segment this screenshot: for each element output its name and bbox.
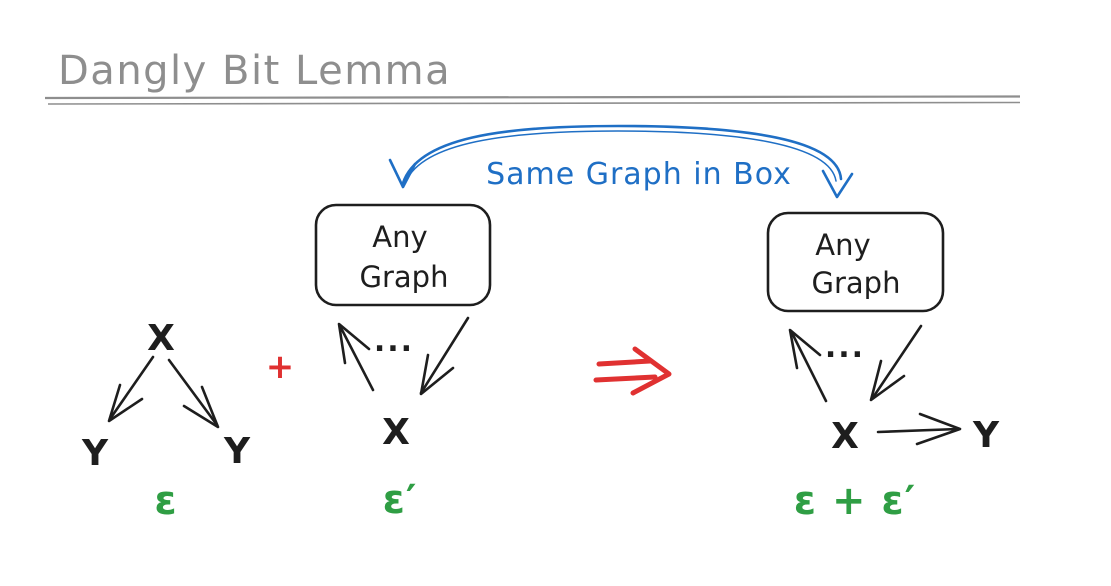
node-y-right: Y [223,431,251,472]
curved-arrow-stroke-2 [405,130,837,182]
arrowhead-icon [107,383,144,423]
implies-bar-bottom [593,374,658,383]
arrowhead-left-icon [388,158,417,189]
edge-box-to-x [870,324,923,401]
arrowhead-right-icon [821,169,854,199]
edge-box-to-x [419,316,470,395]
arrowhead-icon [788,328,822,370]
implies-chevron [630,346,672,396]
arrowhead-icon [915,412,962,446]
any-graph-box-label-line2: Graph [360,260,449,294]
node-x: X [831,416,859,457]
any-graph-box [766,211,945,313]
title-divider [44,95,1021,105]
any-graph-box [314,203,492,307]
epsilon-prime-label: ε′ [383,477,418,523]
ellipsis-edges: ... [374,324,414,359]
epsilon-label: ε [154,478,177,524]
same-graph-label: Same Graph in Box [486,157,792,192]
middle-graph: Any Graph ... X ε′ [314,203,492,523]
page-title: Dangly Bit Lemma [58,48,451,94]
edge-x-to-y-right [167,358,219,427]
right-graph: Any Graph ... X Y ε + ε′ [766,211,1000,524]
any-graph-box-label-line1: Any [372,220,427,254]
arrowhead-icon [869,359,906,402]
any-graph-box-label-line2: Graph [812,266,901,300]
any-graph-box-label-line1: Any [815,228,870,262]
node-y-left: Y [81,433,109,474]
edge-x-to-y [876,427,960,434]
implies-bar-top [596,358,653,367]
ellipsis-edges: ... [825,330,865,365]
implies-arrow-icon [593,346,672,396]
epsilon-sum-label: ε + ε′ [794,478,916,524]
left-graph: X Y Y ε [81,318,251,524]
arrowhead-icon [182,385,220,429]
node-x: X [382,412,410,453]
edge-x-to-box [338,324,375,392]
plus-operator: + [266,347,295,387]
edge-x-to-box [789,329,828,403]
curved-arrow-stroke [401,124,843,185]
arrowhead-icon [337,322,371,365]
node-y: Y [972,415,1000,456]
node-x: X [147,318,175,359]
edge-x-to-y-left [108,355,155,421]
same-graph-arrow: Same Graph in Box [388,124,854,199]
arrowhead-icon [419,353,455,396]
